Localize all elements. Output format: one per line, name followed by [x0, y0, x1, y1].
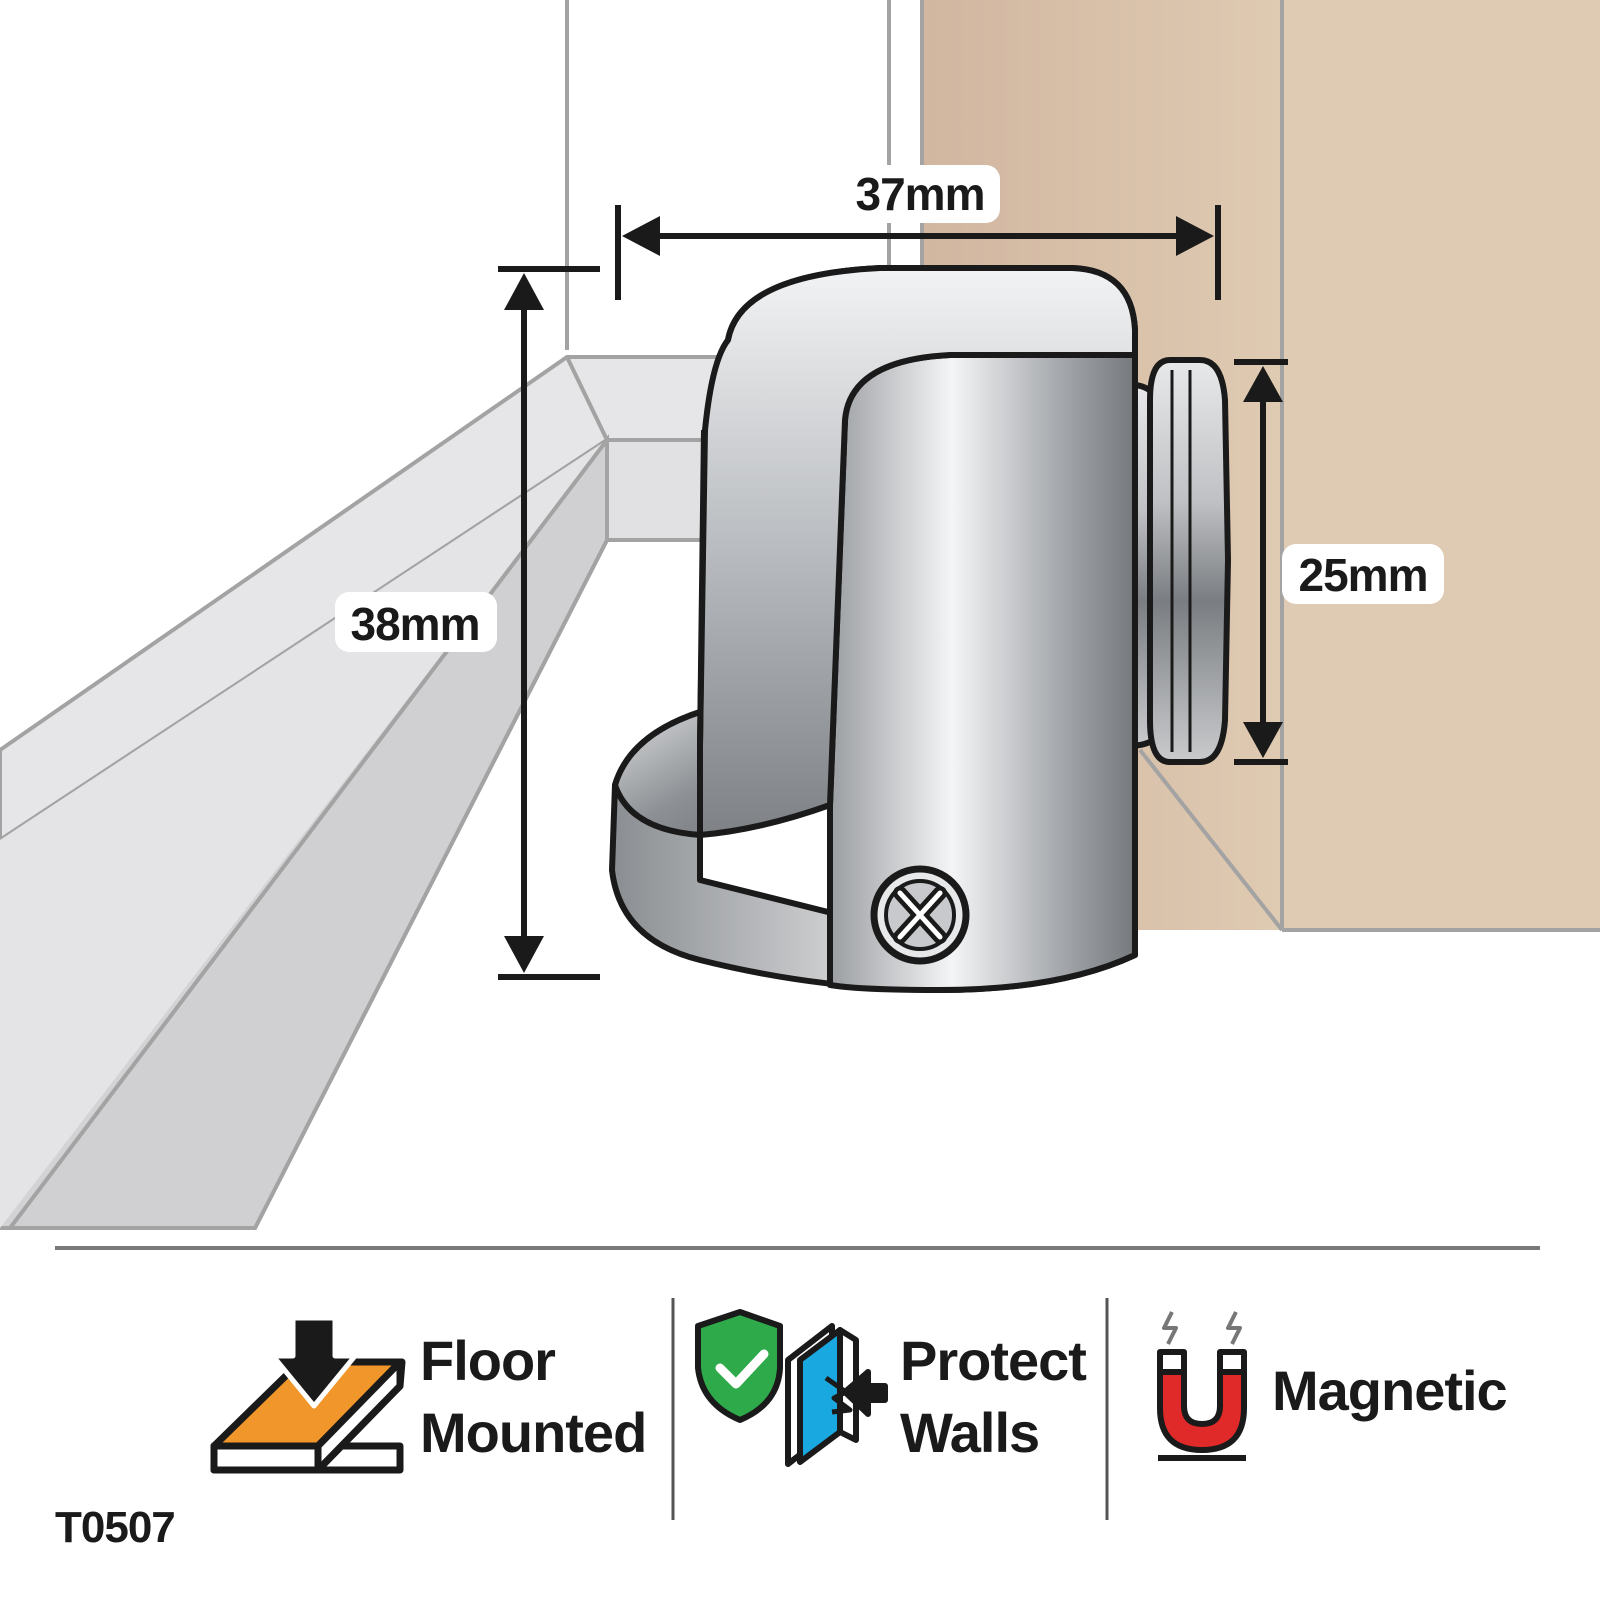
room-background	[0, 0, 1600, 1230]
protect-walls-icon	[695, 1309, 888, 1467]
floor-mounted-icon	[210, 1315, 406, 1474]
wall-panel-right	[1282, 0, 1600, 930]
magnet-dimension-label: 25mm	[1299, 549, 1428, 601]
protect-walls-label-line2: Walls	[900, 1401, 1039, 1464]
dimension-lines	[498, 205, 1288, 980]
door-stop-product	[609, 265, 1231, 993]
width-dimension-label: 37mm	[856, 168, 985, 220]
height-dimension-label: 38mm	[351, 598, 480, 650]
product-code: T0507	[55, 1503, 175, 1552]
magnet-icon	[1157, 1311, 1247, 1461]
screw-icon	[870, 865, 970, 965]
magnetic-label: Magnetic	[1272, 1359, 1507, 1422]
protect-walls-label-line1: Protect	[900, 1329, 1086, 1392]
floor-mounted-label-line2: Mounted	[420, 1401, 646, 1464]
floor-mounted-label-line1: Floor	[420, 1329, 555, 1392]
